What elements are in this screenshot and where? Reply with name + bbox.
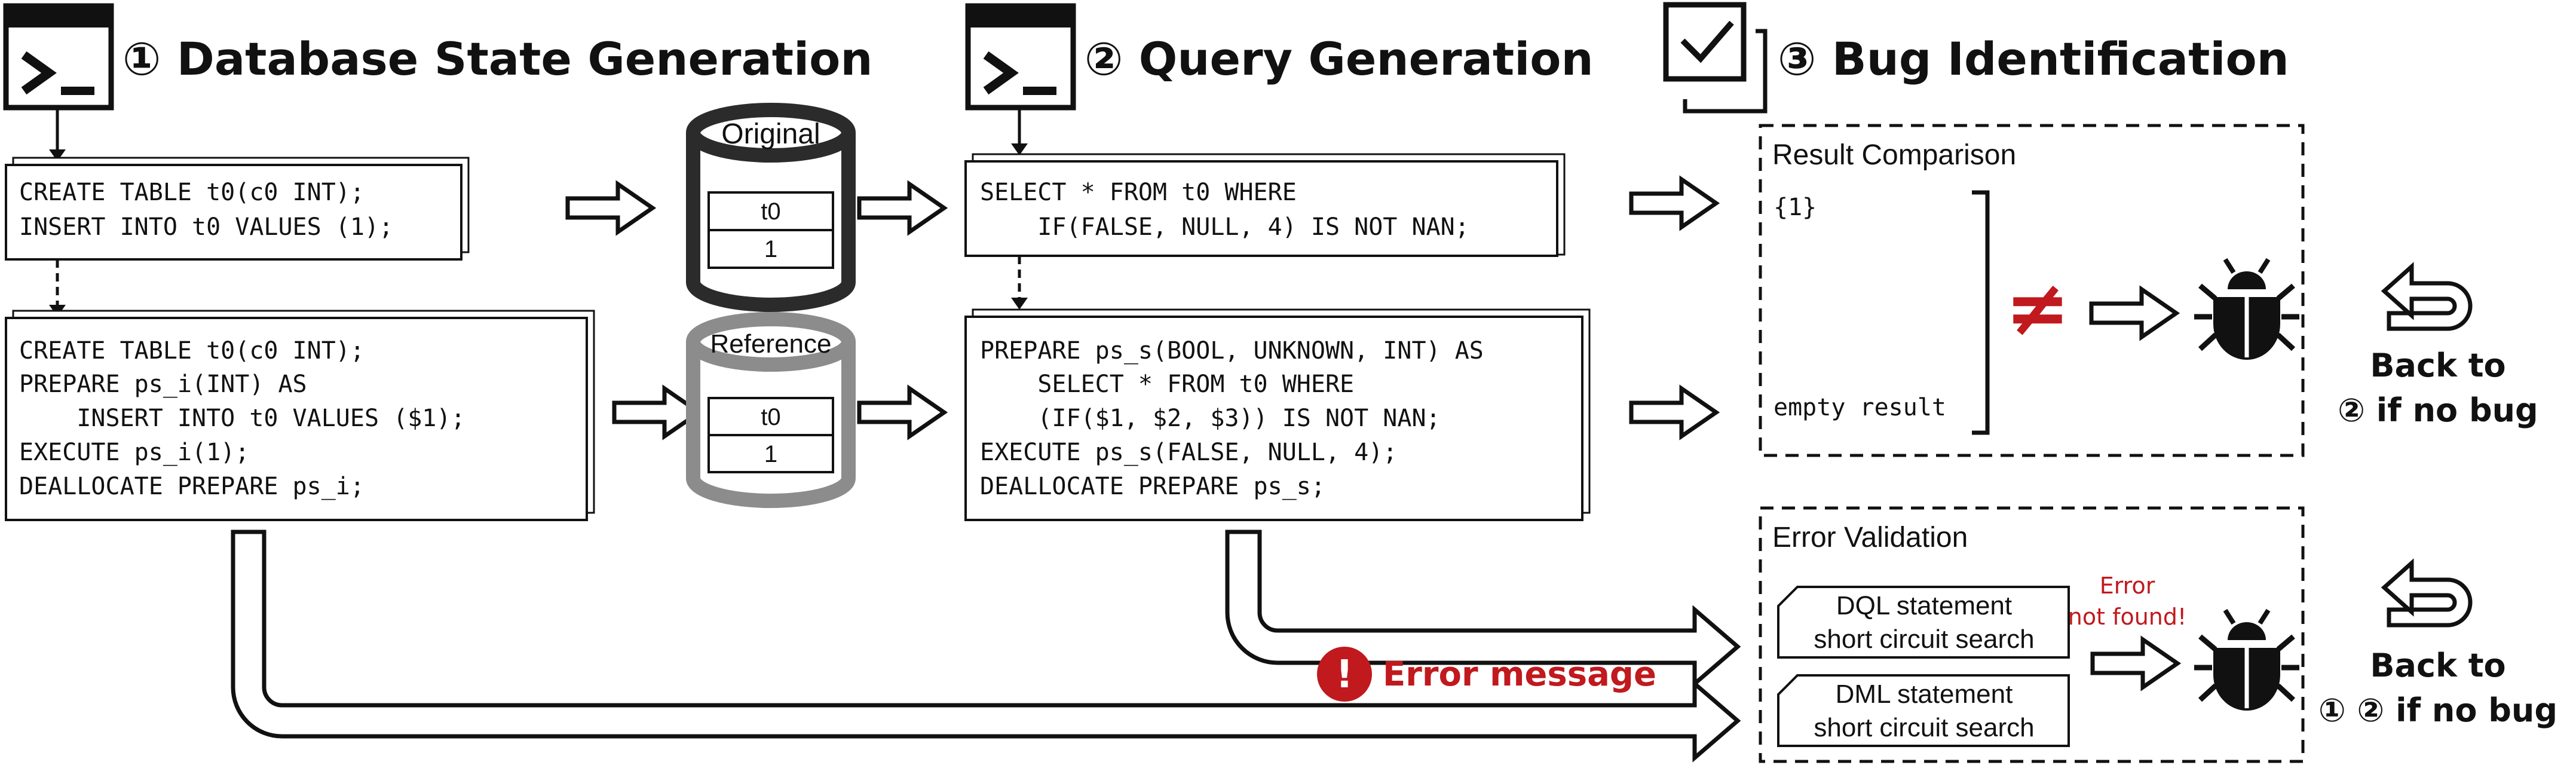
- result-comparison-title: Result Comparison: [1772, 139, 2016, 171]
- back-arrow-icon: [2384, 267, 2470, 329]
- step2-title: ② Query Generation: [1085, 32, 1594, 85]
- error-message-label: Error message: [1383, 655, 1656, 694]
- result-comparison-box: Result Comparison {1} empty result ≠: [1759, 124, 2305, 457]
- code-line: EXECUTE ps_i(1);: [19, 439, 249, 466]
- original-db-code-box: CREATE TABLE t0(c0 INT); INSERT INTO t0 …: [5, 157, 470, 261]
- result-original: {1}: [1774, 194, 1817, 221]
- database-label: Reference: [710, 329, 831, 359]
- error-icon-glyph: !: [1336, 653, 1353, 697]
- table-name: t0: [761, 404, 780, 430]
- code-line: PREPARE ps_i(INT) AS: [19, 371, 307, 398]
- bug-icon: [2194, 259, 2299, 360]
- database-label: Original: [721, 118, 820, 150]
- code-line: (IF($1, $2, $3)) IS NOT NAN;: [980, 405, 1441, 432]
- error-validation-title: Error Validation: [1772, 522, 1968, 553]
- database-original: Original t0 1: [686, 103, 856, 312]
- error-icon: !: [1317, 647, 1372, 702]
- error-validation-box: Error Validation DQL statement short cir…: [1759, 506, 2305, 763]
- terminal-icon: [6, 6, 111, 108]
- right-arrow-icon: [859, 184, 944, 232]
- code-line: INSERT INTO t0 VALUES (1);: [19, 213, 393, 241]
- original-query-code-box: SELECT * FROM t0 WHERE IF(FALSE, NULL, 4…: [964, 153, 1566, 257]
- back-note-line2: ① ② if no bug: [2318, 691, 2557, 729]
- result-reference: empty result: [1774, 394, 1946, 421]
- error-not-found-line2: not found!: [2068, 604, 2186, 630]
- step1-title: ① Database State Generation: [122, 32, 872, 85]
- right-arrow-icon: [859, 388, 944, 436]
- code-line: DEALLOCATE PREPARE ps_i;: [19, 473, 365, 500]
- code-line: DEALLOCATE PREPARE ps_s;: [980, 473, 1325, 500]
- dql-label-line2: short circuit search: [1814, 625, 2034, 654]
- prepared-query-code-box: PREPARE ps_s(BOOL, UNKNOWN, INT) AS SELE…: [964, 308, 1591, 521]
- not-equal-sign: ≠: [2005, 262, 2070, 353]
- table-name: t0: [761, 198, 780, 225]
- right-arrow-icon: [1631, 388, 1716, 436]
- step3-title: ③ Bug Identification: [1778, 32, 2289, 85]
- code-line: CREATE TABLE t0(c0 INT);: [19, 337, 365, 365]
- checkbox-icon: [1663, 2, 1768, 114]
- dml-label-line1: DML statement: [1836, 680, 2013, 709]
- code-line: INSERT INTO t0 VALUES ($1);: [19, 405, 465, 432]
- terminal-icon: [968, 6, 1073, 108]
- code-line: EXECUTE ps_s(FALSE, NULL, 4);: [980, 439, 1397, 466]
- back-note-line1: Back to: [2370, 647, 2505, 684]
- back-arrow-icon: [2384, 563, 2470, 625]
- database-reference: Reference t0 1: [686, 312, 856, 508]
- code-line: CREATE TABLE t0(c0 INT);: [19, 179, 365, 206]
- dql-label-line1: DQL statement: [1836, 591, 2012, 620]
- right-arrow-icon: [1631, 179, 1716, 227]
- dml-label-line2: short circuit search: [1814, 713, 2034, 742]
- table-value: 1: [764, 236, 777, 262]
- back-note-line2: ② if no bug: [2338, 391, 2538, 429]
- code-line: SELECT * FROM t0 WHERE: [980, 179, 1297, 206]
- table-value: 1: [764, 441, 777, 467]
- error-pipe-db: [231, 530, 1741, 763]
- code-line: IF(FALSE, NULL, 4) IS NOT NAN;: [980, 213, 1469, 241]
- right-arrow-icon: [2091, 289, 2176, 337]
- back-note-line1: Back to: [2370, 347, 2505, 384]
- code-line: SELECT * FROM t0 WHERE: [980, 371, 1354, 398]
- right-arrow-icon: [568, 184, 653, 232]
- code-line: PREPARE ps_s(BOOL, UNKNOWN, INT) AS: [980, 337, 1484, 365]
- right-arrow-icon: [2093, 639, 2177, 687]
- prepared-db-code-box: CREATE TABLE t0(c0 INT); PREPARE ps_i(IN…: [5, 310, 595, 521]
- error-pipe-query: [1225, 530, 1741, 688]
- bug-icon: [2194, 610, 2299, 711]
- error-not-found-line1: Error: [2100, 573, 2155, 599]
